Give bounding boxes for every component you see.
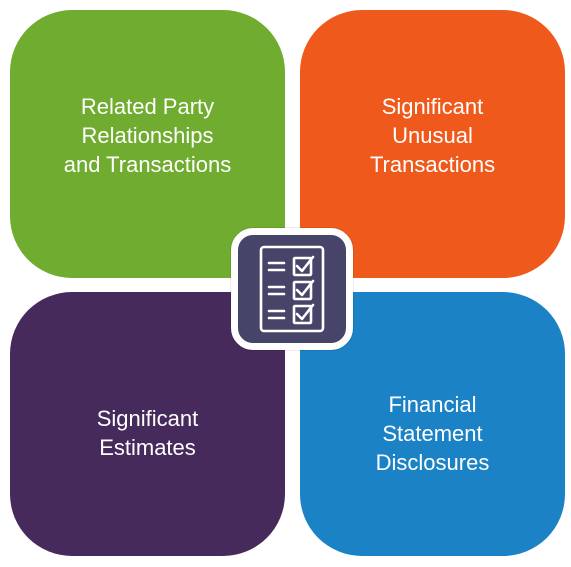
quadrant-related-party: Related Party Relationships and Transact…	[10, 10, 285, 278]
label-line: Transactions	[369, 151, 496, 177]
label-line: Financial	[388, 391, 477, 417]
label-line: Disclosures	[375, 449, 490, 475]
label-line: Relationships	[81, 122, 214, 148]
label-line: Significant	[96, 406, 199, 431]
quadrant-label: Financial Statement Disclosures	[376, 390, 490, 477]
checklist-icon	[259, 245, 325, 333]
label-line: Statement	[382, 420, 483, 446]
label-line: Estimates	[99, 435, 196, 460]
quadrant-label: Significant Estimates	[97, 404, 199, 462]
quadrant-label: Related Party Relationships and Transact…	[64, 92, 232, 179]
quadrant-label: Significant Unusual Transactions	[370, 92, 495, 179]
label-line: and Transactions	[63, 151, 232, 177]
center-badge	[231, 228, 353, 350]
label-line: Significant	[381, 93, 484, 119]
label-line: Unusual	[392, 122, 473, 148]
label-line: Related Party	[80, 93, 215, 119]
